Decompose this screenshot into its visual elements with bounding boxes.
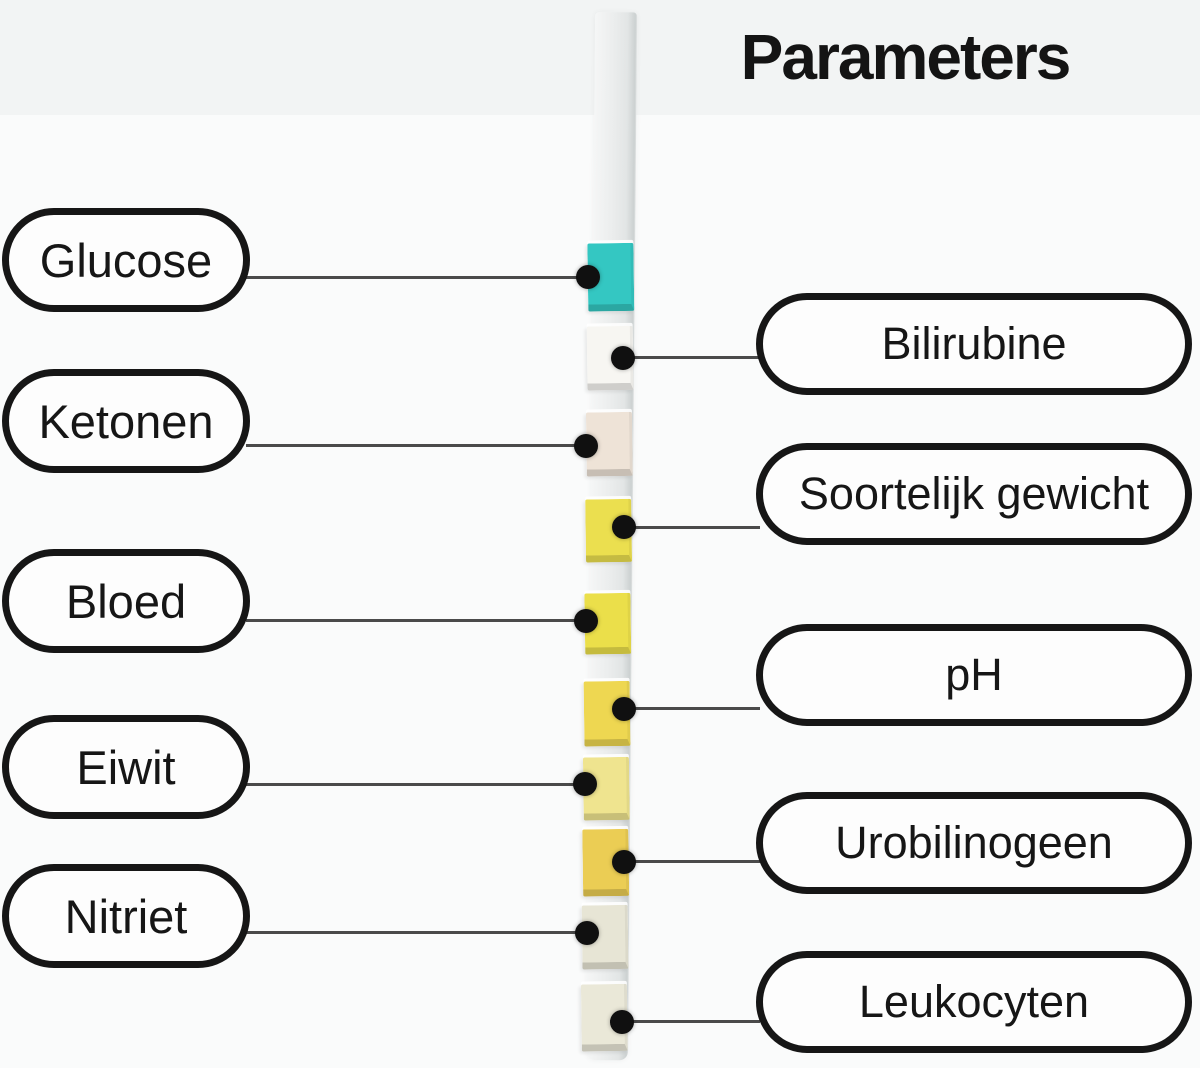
label-glucose: Glucose — [39, 233, 213, 287]
label-pill-bloed: Bloed — [2, 549, 250, 653]
connector-line-bilirubine — [622, 356, 760, 359]
label-leukocyten: Leukocyten — [858, 976, 1090, 1027]
connector-dot-ph — [612, 697, 636, 721]
label-pill-bilirubine: Bilirubine — [756, 293, 1192, 395]
connector-dot-eiwit — [573, 772, 597, 796]
label-ketonen: Ketonen — [38, 394, 214, 448]
label-bilirubine: Bilirubine — [881, 318, 1067, 369]
label-pill-leukocyten: Leukocyten — [756, 951, 1192, 1053]
label-eiwit: Eiwit — [76, 740, 176, 794]
label-pill-ph: pH — [756, 624, 1192, 726]
label-pill-nitriet: Nitriet — [2, 864, 250, 968]
connector-line-eiwit — [246, 783, 587, 786]
connector-dot-ketonen — [574, 434, 598, 458]
label-bloed: Bloed — [65, 574, 187, 628]
page-title: Parameters — [740, 21, 1072, 93]
label-pill-urobilinogeen: Urobilinogeen — [756, 792, 1192, 894]
connector-line-glucose — [246, 276, 590, 279]
connector-dot-bloed — [574, 609, 598, 633]
connector-line-nitriet — [246, 931, 589, 934]
label-pill-glucose: Glucose — [2, 208, 250, 312]
connector-line-ketonen — [246, 444, 588, 447]
label-urobilinogeen: Urobilinogeen — [835, 817, 1113, 868]
label-soortelijk-gewicht: Soortelijk gewicht — [798, 468, 1150, 519]
label-ph: pH — [945, 649, 1003, 700]
label-pill-eiwit: Eiwit — [2, 715, 250, 819]
connector-dot-urobilinogeen — [612, 850, 636, 874]
connector-dot-bilirubine — [611, 346, 635, 370]
connector-dot-nitriet — [575, 921, 599, 945]
label-nitriet: Nitriet — [64, 889, 188, 943]
connector-line-leukocyten — [610, 1020, 760, 1023]
connector-line-soortelijk-gewicht — [624, 526, 760, 529]
connector-line-urobilinogeen — [624, 860, 760, 863]
connector-dot-leukocyten — [610, 1010, 634, 1034]
connector-line-bloed — [246, 619, 588, 622]
connector-dot-glucose — [576, 265, 600, 289]
label-pill-ketonen: Ketonen — [2, 369, 250, 473]
connector-dot-soortelijk-gewicht — [612, 515, 636, 539]
label-pill-soortelijk-gewicht: Soortelijk gewicht — [756, 443, 1192, 545]
connector-line-ph — [624, 707, 760, 710]
